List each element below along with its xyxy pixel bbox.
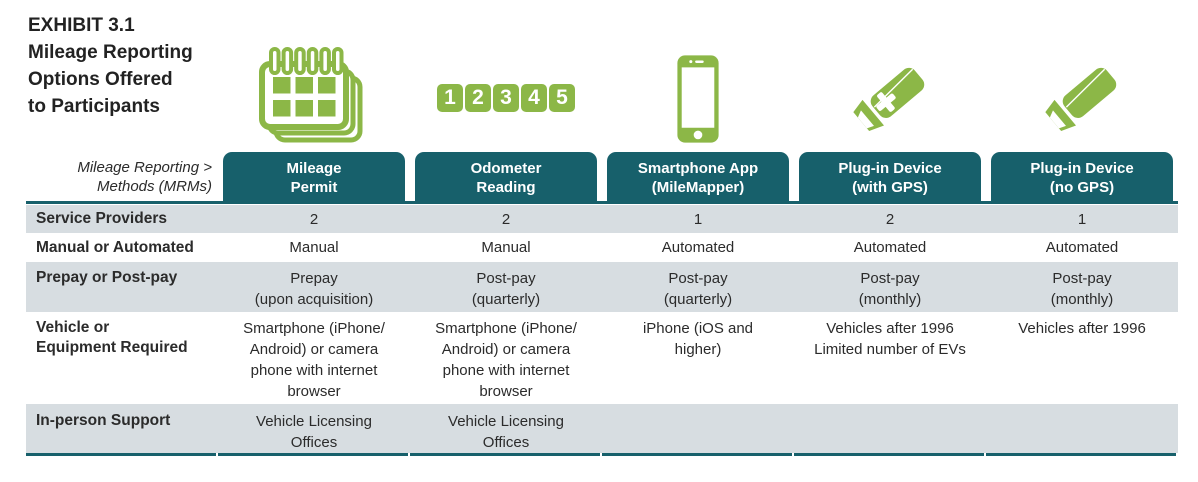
cell: Prepay (upon acquisition) xyxy=(254,270,374,308)
table-row-in-person-support: In-person Support Vehicle Licensing Offi… xyxy=(26,404,1178,453)
cell: Post-pay (quarterly) xyxy=(471,270,541,308)
table-row-vehicle-or-equipment: Vehicle or Equipment Required Smartphone… xyxy=(26,312,1178,404)
cell: Vehicles after 1996 Limited number of EV… xyxy=(814,320,966,358)
odometer-digit: 4 xyxy=(521,84,547,112)
cell xyxy=(986,404,1178,411)
cell: 2 xyxy=(885,210,895,228)
odometer-digit: 1 xyxy=(437,84,463,112)
table-row-prepay-or-postpay: Prepay or Post-pay Prepay (upon acquisit… xyxy=(26,262,1178,312)
table-row-manual-or-automated: Manual or Automated Manual Manual Automa… xyxy=(26,233,1178,262)
odometer-digit: 2 xyxy=(465,84,491,112)
cell: Automated xyxy=(853,239,927,256)
column-header-smartphone-app: Smartphone App (MileMapper) xyxy=(607,152,789,204)
cell: Post-pay (monthly) xyxy=(858,270,922,308)
row-label: Prepay or Post-pay xyxy=(36,269,178,286)
column-header-plugin-no-gps: Plug-in Device (no GPS) xyxy=(991,152,1173,204)
smartphone-icon xyxy=(675,53,721,150)
odometer-digit: 5 xyxy=(549,84,575,112)
cell xyxy=(602,404,794,411)
odometer-digits-icon: 1 2 3 4 5 xyxy=(437,84,575,112)
cell: Vehicles after 1996 xyxy=(1018,320,1146,337)
plugin-device-icon xyxy=(1038,54,1126,147)
cell: Manual xyxy=(481,239,531,256)
cell: Smartphone (iPhone/ Android) or camera p… xyxy=(435,320,577,400)
cell: 1 xyxy=(1077,210,1087,228)
cell: Post-pay (quarterly) xyxy=(663,270,733,308)
cell: Vehicle Licensing Offices xyxy=(256,413,372,451)
row-label: Vehicle or Equipment Required xyxy=(36,319,188,356)
row-axis-label: Mileage Reporting > Methods (MRMs) xyxy=(77,159,212,195)
odometer-digit: 3 xyxy=(493,84,519,112)
row-label: Manual or Automated xyxy=(36,238,194,256)
title-block: EXHIBIT 3.1 Mileage Reporting Options Of… xyxy=(28,12,193,120)
column-header-mileage-permit: Mileage Permit xyxy=(223,152,405,204)
calendar-icon xyxy=(253,44,375,151)
cell: 2 xyxy=(309,210,319,228)
row-label: In-person Support xyxy=(36,412,171,429)
exhibit-label: EXHIBIT 3.1 xyxy=(28,15,135,36)
column-header-odometer-reading: Odometer Reading xyxy=(415,152,597,204)
table-row-service-providers: Service Providers 2 2 1 2 1 xyxy=(26,205,1178,233)
plugin-device-gps-icon xyxy=(846,54,934,147)
table-bottom-border xyxy=(26,453,1178,456)
cell: Vehicle Licensing Offices xyxy=(448,413,564,451)
cell: Automated xyxy=(1045,239,1119,256)
cell: iPhone (iOS and higher) xyxy=(642,320,754,358)
column-header-plugin-gps: Plug-in Device (with GPS) xyxy=(799,152,981,204)
cell xyxy=(794,404,986,411)
cell: 1 xyxy=(693,210,703,228)
row-label: Service Providers xyxy=(36,210,167,227)
cell: Manual xyxy=(289,239,339,256)
cell: Automated xyxy=(661,239,735,256)
cell: 2 xyxy=(501,210,511,228)
cell: Smartphone (iPhone/ Android) or camera p… xyxy=(243,320,385,400)
header-underline xyxy=(26,201,1178,204)
cell: Post-pay (monthly) xyxy=(1050,270,1114,308)
exhibit-title: Mileage Reporting Options Offered to Par… xyxy=(28,42,193,117)
